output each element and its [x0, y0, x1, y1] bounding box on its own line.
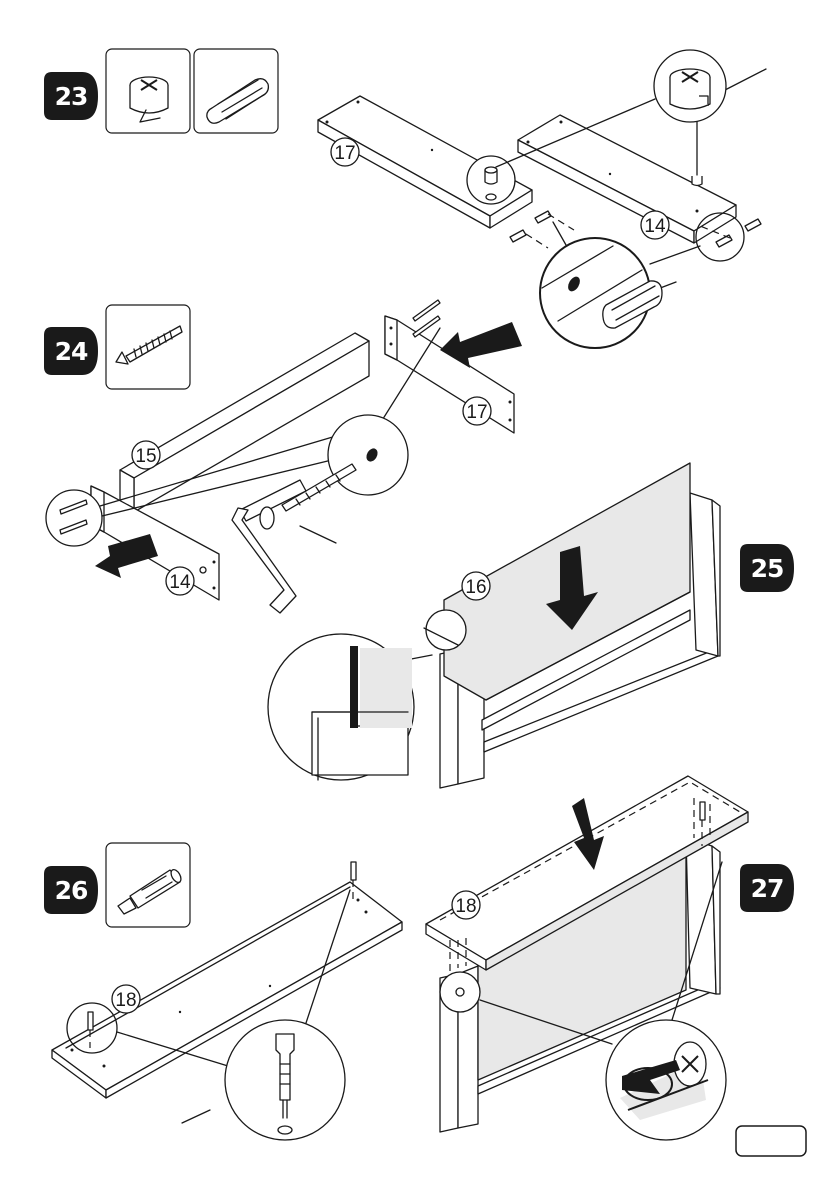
step-26: 26 18: [44, 843, 402, 1140]
svg-text:14: 14: [644, 216, 666, 237]
cam-bolt-magnified-callout: [225, 1020, 345, 1140]
step-badge-25: 25: [740, 544, 794, 592]
cam-lock-inset-circle-a: [467, 156, 515, 204]
part-label-15-step24: 15: [132, 441, 160, 469]
step-badge-27: 27: [740, 864, 794, 912]
screws-step24-top: [413, 300, 440, 337]
svg-text:17: 17: [334, 143, 355, 164]
step-23: 23 17: [44, 49, 766, 348]
step-badge-23: 23: [44, 72, 98, 120]
page-number-box: [736, 1126, 806, 1156]
part-label-14-step23: 14: [641, 211, 669, 239]
part-label-16-step25: 16: [462, 572, 490, 600]
groove-magnified-callout: [268, 610, 466, 780]
board-14: [518, 115, 736, 243]
step-number-26: 26: [55, 876, 88, 905]
screw-magnified-callout: [282, 415, 408, 511]
dowel-hole-magnified-callout: [540, 213, 744, 348]
step-25: 25 16: [268, 463, 794, 788]
twist-lock-magnified-callout: [606, 1020, 726, 1140]
part-label-14-step24: 14: [166, 567, 194, 595]
step-badge-24: 24: [44, 327, 98, 375]
step-number-25: 25: [751, 554, 784, 583]
svg-text:17: 17: [466, 402, 487, 423]
step-number-27: 27: [751, 874, 784, 903]
step-27: 27 18: [426, 776, 794, 1140]
screw-inset-circle: [46, 490, 102, 546]
part-label-17-step23: 17: [331, 138, 359, 166]
part-label-17-step24: 17: [463, 397, 491, 425]
svg-text:15: 15: [135, 446, 156, 467]
step-badge-26: 26: [44, 866, 98, 914]
step-number-24: 24: [55, 337, 88, 366]
part-label-18-step26: 18: [112, 985, 140, 1013]
step-number-23: 23: [55, 82, 88, 111]
svg-text:14: 14: [169, 572, 191, 593]
part-label-18-step27: 18: [452, 891, 480, 919]
svg-text:18: 18: [115, 990, 136, 1011]
svg-text:16: 16: [465, 577, 486, 598]
step-24: 24 15 17: [44, 300, 522, 613]
twist-lock-inset-circle: [440, 972, 480, 1012]
svg-text:18: 18: [455, 896, 476, 917]
